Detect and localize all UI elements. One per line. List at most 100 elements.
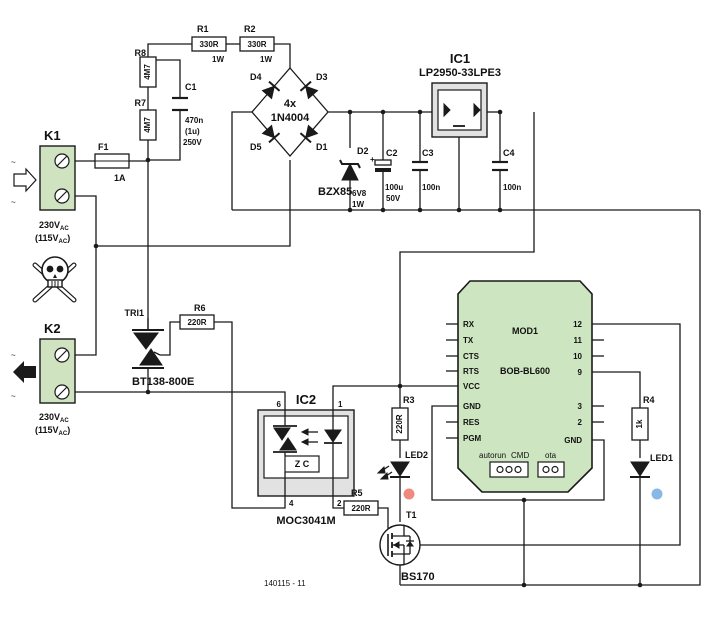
k2-voltage: 230VAC [39, 412, 69, 424]
r8-value: 4M7 [143, 64, 152, 80]
k1-label: K1 [44, 128, 61, 143]
ic2-pin1: 1 [338, 400, 343, 409]
capacitor-c3: C3 100n [412, 148, 440, 192]
d2-label: D2 [357, 146, 369, 156]
terminal-k2: K2 ~ ~ 230VAC (115VAC) [11, 321, 76, 437]
resistor-r7: 4M7 R7 [134, 98, 157, 141]
skull-crossbones-icon [32, 256, 77, 303]
r3-value: 220R [395, 414, 404, 433]
d2-part: BZX85 [318, 186, 352, 198]
r7-value: 4M7 [143, 117, 152, 133]
bridge-rectifier: D4 D3 D5 D1 4x 1N4004 [250, 67, 329, 157]
mosfet-t1: T1 BS170 [379, 510, 435, 583]
figure-id: 140115 - 11 [264, 579, 306, 588]
ic2-pin4: 4 [289, 499, 294, 508]
c1-voltage: 250V [183, 138, 202, 147]
jumper-header-ota [537, 461, 565, 478]
resistor-r8: 4M7 R8 [134, 48, 157, 88]
triac-tri1: TRI1 BT138-800E [124, 308, 194, 388]
k2-tilde-bottom: ~ [11, 392, 16, 401]
ic2-pin6: 6 [277, 400, 282, 409]
mod1-header-ota: ota [545, 451, 557, 460]
led1-label: LED1 [650, 453, 673, 463]
led2-light [403, 488, 415, 500]
c1-value: 470n [185, 116, 203, 125]
resistor-r4: 1k R4 [631, 395, 655, 441]
junctions [93, 57, 643, 588]
mod1-pin-right-4: 3 [578, 402, 583, 411]
led1-light [651, 488, 663, 500]
c2-plus-sign: + [370, 155, 375, 164]
c1-alt: (1u) [185, 127, 200, 136]
mod1-label: MOD1 [512, 326, 538, 336]
r3-label: R3 [403, 395, 415, 405]
resistor-r1: 330R R1 1W [191, 24, 227, 64]
mod1-pin-right-6: GND [564, 436, 582, 445]
led-led1: LED1 [630, 453, 673, 500]
mod1-pin-right-5: 2 [578, 418, 583, 427]
c4-label: C4 [503, 148, 515, 158]
fuse-f1: F1 1A [94, 142, 130, 183]
k2-label: K2 [44, 321, 61, 336]
r7-label: R7 [134, 98, 146, 108]
c2-voltage: 50V [386, 194, 401, 203]
r6-label: R6 [194, 303, 206, 313]
k2-tilde-top: ~ [11, 351, 16, 360]
c2-label: C2 [386, 148, 398, 158]
arrow-out-icon [13, 361, 36, 383]
regulator-ic1: IC1 LP2950-33LPE3 [419, 51, 501, 138]
led-led2: LED2 [376, 450, 428, 500]
r5-value: 220R [351, 504, 370, 513]
ic2-pin2: 2 [337, 499, 342, 508]
ic2-part: MOC3041M [276, 515, 335, 527]
ic1-label: IC1 [450, 51, 470, 66]
k1-alt-voltage: (115VAC) [35, 233, 70, 245]
r8-label: R8 [134, 48, 146, 58]
resistor-r3: 220R R3 [391, 395, 415, 441]
f1-label: F1 [98, 142, 109, 152]
d4-label: D4 [250, 72, 262, 82]
r1-power: 1W [212, 55, 224, 64]
r2-label: R2 [244, 24, 256, 34]
mod1-pin-left-7: PGM [463, 434, 482, 443]
mod1-pin-left-4: VCC [463, 382, 480, 391]
capacitor-c4: C4 100n [492, 148, 521, 192]
k2-alt-voltage: (115VAC) [35, 425, 70, 437]
mod1-pin-right-2: 10 [573, 352, 582, 361]
k1-tilde-bottom: ~ [11, 198, 16, 207]
arrow-in-icon [13, 167, 37, 193]
c1-label: C1 [185, 82, 197, 92]
r4-value: 1k [635, 419, 644, 428]
mod1-pin-right-1: 11 [574, 336, 583, 345]
ic2-zc: Z C [295, 459, 310, 469]
capacitor-c1: C1 470n (1u) 250V [172, 82, 203, 147]
t1-label: T1 [406, 510, 417, 520]
ic1-part: LP2950-33LPE3 [419, 67, 501, 79]
mod1-header-cmd: CMD [511, 451, 529, 460]
mod1-pin-left-6: RES [463, 418, 480, 427]
wires [75, 43, 701, 586]
c2-value: 100u [385, 183, 403, 192]
r1-label: R1 [197, 24, 209, 34]
k1-voltage: 230VAC [39, 220, 69, 232]
bridge-part: 1N4004 [271, 112, 310, 124]
optocoupler-ic2: Z C IC2 6 1 4 2 MOC3041M [257, 392, 355, 527]
led2-label: LED2 [405, 450, 428, 460]
mod1-pin-left-3: RTS [463, 367, 480, 376]
d5-label: D5 [250, 142, 262, 152]
zener-d2: D2 BZX85 6V8 1W [318, 146, 369, 209]
tri1-part: BT138-800E [132, 376, 194, 388]
c4-value: 100n [503, 183, 521, 192]
r5-label: R5 [351, 488, 363, 498]
resistor-r5: 220R R5 [343, 488, 379, 516]
mod1-part: BOB-BL600 [500, 366, 550, 376]
d3-label: D3 [316, 72, 328, 82]
mod1-pin-left-0: RX [463, 320, 475, 329]
mod1-pin-right-0: 12 [573, 320, 582, 329]
r6-value: 220R [187, 318, 206, 327]
mod1-pin-left-2: CTS [463, 352, 480, 361]
mod1-pin-left-1: TX [463, 336, 474, 345]
c3-value: 100n [422, 183, 440, 192]
d1-label: D1 [316, 142, 328, 152]
